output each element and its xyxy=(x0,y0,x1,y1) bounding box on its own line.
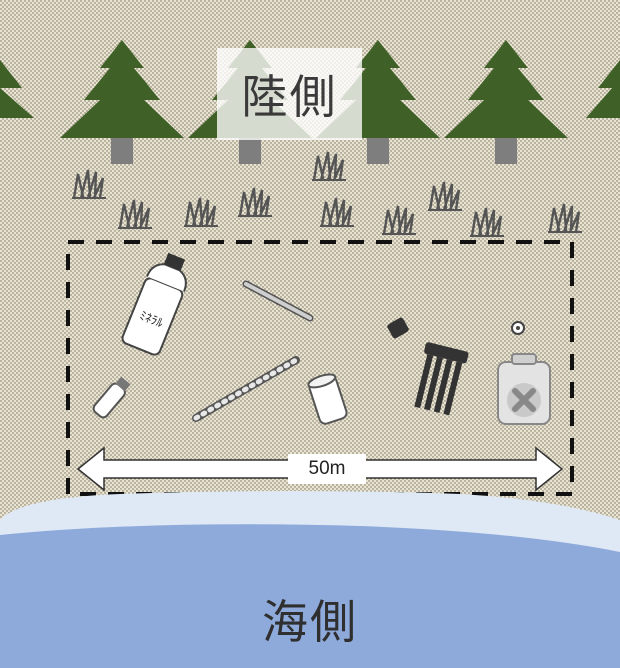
bottle-cap-icon xyxy=(387,317,409,339)
stick-icon xyxy=(242,280,314,322)
pine-tree-icon xyxy=(586,60,620,140)
container-icon xyxy=(497,353,551,425)
lighter-icon xyxy=(92,376,131,419)
stick-icon xyxy=(192,356,300,422)
land-side-label-box: 陸側 xyxy=(217,48,362,140)
distance-label: 50m xyxy=(288,454,366,484)
plastic-bottle-icon: ﾐﾈﾗﾙ xyxy=(121,252,187,356)
pine-tree-icon xyxy=(0,60,34,140)
small-ring-icon xyxy=(511,321,525,335)
land-side-label: 陸側 xyxy=(241,70,338,124)
sea-area xyxy=(0,524,620,668)
sea-side-label: 海側 xyxy=(262,595,358,649)
float-tube-icon xyxy=(414,342,469,416)
can-icon xyxy=(307,373,348,425)
